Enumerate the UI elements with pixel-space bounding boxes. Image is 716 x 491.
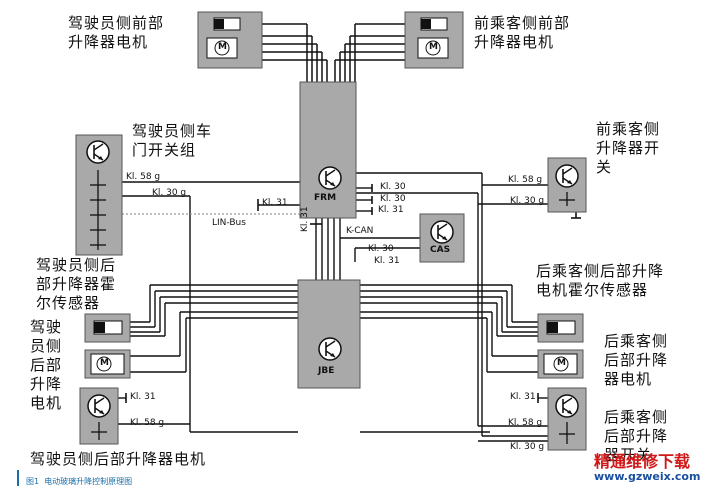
jbe-label: JBE: [318, 366, 335, 376]
kl30-frm-b: Kl. 30: [380, 194, 406, 204]
driver-rear-hall-sensor-unit: [84, 313, 131, 343]
lin-bus-label: LIN-Bus: [212, 218, 246, 228]
kl31-driver-rear: Kl. 31: [130, 392, 156, 402]
kl31-cas: Kl. 31: [374, 256, 400, 266]
passenger-rear-switch-unit: [547, 387, 587, 451]
driver-door-switch-label: 驾驶员侧车门开关组: [132, 122, 213, 159]
passenger-switch-block: [547, 157, 587, 213]
motor-symbol-label: M: [218, 42, 227, 52]
passenger-rear-motor-unit: [537, 349, 584, 379]
passenger-front-motor-label: 前乘客侧前部升降器电机: [474, 14, 571, 51]
kl31-passenger-rear: Kl. 31: [510, 392, 536, 402]
kl58g-driver-rear: Kl. 58 g: [130, 418, 165, 428]
motor-symbol-label: M: [429, 42, 438, 52]
passenger-front-motor-unit: [404, 11, 464, 69]
passenger-switch-label: 前乘客侧升降器开关: [596, 120, 661, 176]
figure-number: 图1: [26, 477, 40, 486]
driver-rear-motor-unit: [84, 349, 131, 379]
kl30-cas: Kl. 30: [368, 244, 394, 254]
motor-symbol-label: M: [100, 358, 109, 368]
jbe-module: [297, 279, 361, 389]
terminal-ticks: [125, 184, 581, 403]
frm-label: FRM: [314, 193, 337, 203]
jbe-right-wires: [360, 284, 548, 442]
driver-rear-switch-unit: [79, 387, 119, 445]
kl30g-driver-switch: Kl. 30 g: [152, 188, 187, 198]
frm-transistor-icon: [318, 166, 342, 190]
kl58g-driver-switch: Kl. 58 g: [126, 172, 161, 182]
figure-title: 电动玻璃升降控制原理图: [44, 477, 133, 486]
watermark-url: www.gzweix.com: [594, 470, 701, 483]
frm-module: [299, 81, 357, 219]
jbe-transistor-icon: [318, 337, 342, 361]
driver-front-motor-label: 驾驶员侧前部升降器电机: [68, 14, 165, 51]
motor-icon: [96, 356, 112, 372]
kl31-frm-left: Kl. 31: [262, 198, 288, 208]
driver-rear-hall-label: 驾驶员侧后部升降器霍尔传感器: [36, 256, 117, 312]
kl30g-passenger-rear: Kl. 30 g: [510, 442, 545, 452]
kl58g-passenger-rear: Kl. 58 g: [508, 418, 543, 428]
passenger-rear-hall-label: 后乘客侧后部升降电机霍尔传感器: [536, 262, 665, 299]
cas-label: CAS: [430, 245, 451, 255]
kl30-frm-a: Kl. 30: [380, 182, 406, 192]
driver-rear-motor-bottom-label: 驾驶员侧后部升降器电机: [30, 450, 207, 468]
frm-wires: [110, 172, 548, 436]
front-motor-wires: [262, 23, 405, 82]
passenger-rear-hall-sensor-unit: [537, 313, 584, 343]
motor-icon: [425, 40, 441, 56]
driver-door-switch-block: [75, 134, 123, 256]
kl31-vertical: Kl. 31: [300, 206, 310, 232]
motor-symbol-label: M: [557, 358, 566, 368]
kl31-frm-right: Kl. 31: [378, 205, 404, 215]
figure-caption: 图1 电动玻璃升降控制原理图: [26, 476, 132, 487]
jbe-left-wires: [118, 284, 298, 433]
watermark-name: 精通维修下载: [594, 452, 691, 471]
driver-rear-motor-side-label: 驾驶员侧后部升降电机: [30, 318, 63, 412]
passenger-rear-motor-label: 后乘客侧后部升降器电机: [604, 332, 669, 388]
k-can-label: K-CAN: [346, 226, 374, 236]
motor-icon: [214, 40, 230, 56]
cas-transistor-icon: [430, 220, 454, 244]
kl30g-passenger-switch: Kl. 30 g: [510, 196, 545, 206]
passenger-rear-switch-label: 后乘客侧后部升降器开关: [604, 408, 669, 464]
driver-front-motor-unit: [197, 11, 263, 69]
motor-icon: [553, 356, 569, 372]
kl58g-passenger-switch: Kl. 58 g: [508, 175, 543, 185]
